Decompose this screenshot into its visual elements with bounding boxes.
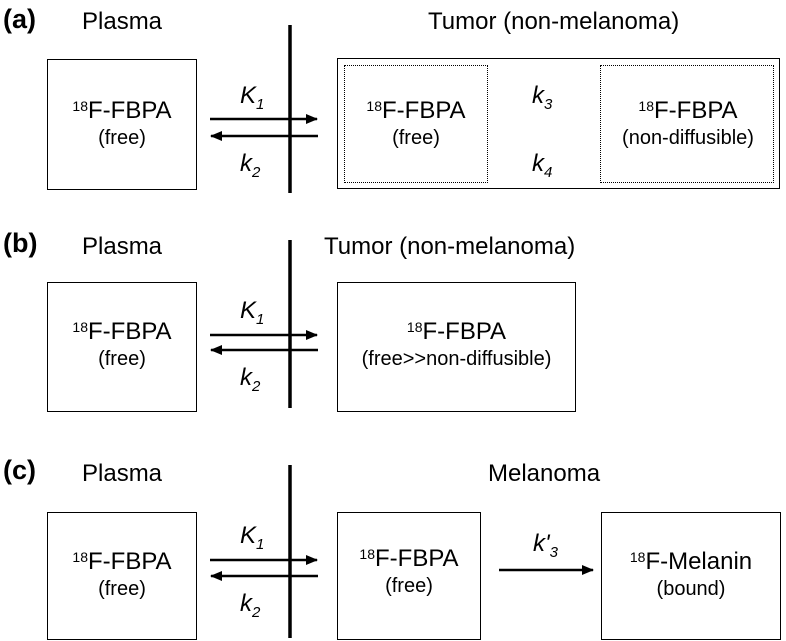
tissue-title-a: Tumor (non-melanoma) — [428, 8, 680, 35]
plasma-title-b: Plasma — [82, 233, 163, 260]
plasma-title-a: Plasma — [82, 8, 163, 35]
species-name: F-FBPA — [88, 548, 172, 575]
species-name: F-FBPA — [88, 97, 172, 124]
tumor-box-a — [337, 58, 780, 189]
bound-box-c — [601, 512, 781, 640]
rate-k2-c: k2 — [240, 590, 261, 621]
bound-c-text: 18F-Melanin (bound) — [601, 548, 781, 601]
panel-label-a: (a) — [3, 4, 36, 34]
species-name: F-FBPA — [422, 318, 507, 345]
species-name: F-FBPA — [654, 97, 738, 124]
compartment-nondiff-a — [600, 65, 774, 183]
melanoma-free-c-text: 18F-FBPA (free) — [337, 545, 481, 598]
rate-K1-b: K1 — [240, 297, 265, 328]
tissue-title-c: Melanoma — [488, 460, 601, 487]
tissue-title-b: Tumor (non-melanoma) — [324, 233, 576, 260]
plasma-box-b — [47, 282, 197, 412]
species-name: F-FBPA — [382, 97, 466, 124]
panel-label-c: (c) — [3, 455, 36, 485]
isotope: 18 — [406, 319, 423, 335]
species-name: F-FBPA — [375, 545, 459, 572]
plasma-box-a-text: 18F-FBPA (free) — [47, 97, 197, 150]
rate-k4-a: k4 — [532, 150, 553, 181]
isotope: 18 — [72, 98, 88, 114]
state-label: (bound) — [656, 577, 726, 600]
tumor-nondiff-a-text: 18F-FBPA (non-diffusible) — [600, 97, 776, 150]
rate-k2-a: k2 — [240, 150, 261, 181]
state-label: (free) — [98, 126, 146, 149]
tumor-box-b-text: 18F-FBPA (free>>non-diffusible) — [337, 318, 576, 371]
plasma-box-c — [47, 512, 197, 640]
melanoma-free-box-c — [337, 512, 481, 640]
rate-k2-b: k2 — [240, 364, 261, 395]
rate-K1-a: K1 — [240, 82, 265, 113]
rate-k3prime-c: k'3 — [533, 530, 558, 561]
state-label: (free) — [385, 574, 433, 597]
plasma-box-b-text: 18F-FBPA (free) — [47, 318, 197, 371]
state-label: (free>>non-diffusible) — [361, 347, 552, 370]
isotope: 18 — [72, 319, 88, 335]
tumor-free-a-text: 18F-FBPA (free) — [344, 97, 488, 150]
state-label: (free) — [98, 347, 146, 370]
isotope: 18 — [638, 98, 654, 114]
isotope: 18 — [359, 546, 375, 562]
rate-K1-c: K1 — [240, 522, 265, 553]
compartment-free-a — [344, 65, 488, 183]
plasma-box-a — [47, 59, 197, 190]
species-name: F-FBPA — [88, 318, 172, 345]
state-label: (free) — [392, 126, 440, 149]
tumor-box-b — [337, 282, 576, 412]
plasma-title-c: Plasma — [82, 460, 163, 487]
rate-k3-a: k3 — [532, 82, 553, 113]
bound-species-name: F-Melanin — [645, 548, 753, 575]
panel-label-b: (b) — [3, 228, 38, 258]
isotope: 18 — [629, 549, 646, 565]
plasma-box-c-text: 18F-FBPA (free) — [47, 548, 197, 601]
state-label: (free) — [98, 577, 146, 600]
isotope: 18 — [366, 98, 382, 114]
state-label: (non-diffusible) — [622, 126, 754, 149]
isotope: 18 — [72, 549, 88, 565]
